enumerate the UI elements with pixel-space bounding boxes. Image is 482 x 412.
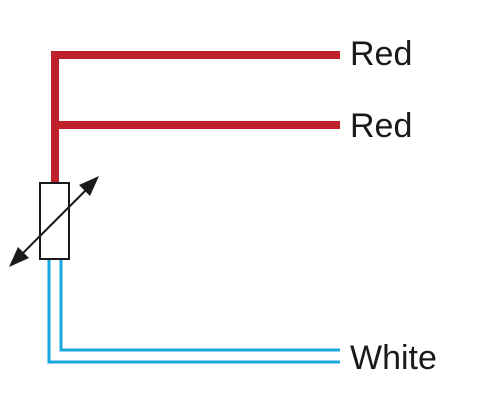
red-wires xyxy=(51,51,340,184)
resistor-arrowhead-lower xyxy=(9,247,29,267)
variable-resistor-icon xyxy=(9,176,99,267)
resistor-arrowhead-upper xyxy=(79,176,99,196)
wire-label-red-1: Red xyxy=(350,35,413,73)
white-wire-inner xyxy=(59,259,340,352)
white-wire xyxy=(47,259,340,364)
wire-label-red-2: Red xyxy=(350,107,413,145)
white-wire-outer xyxy=(47,259,340,364)
resistor-arrow-shaft xyxy=(19,186,90,257)
wire-label-white: White xyxy=(350,339,437,377)
